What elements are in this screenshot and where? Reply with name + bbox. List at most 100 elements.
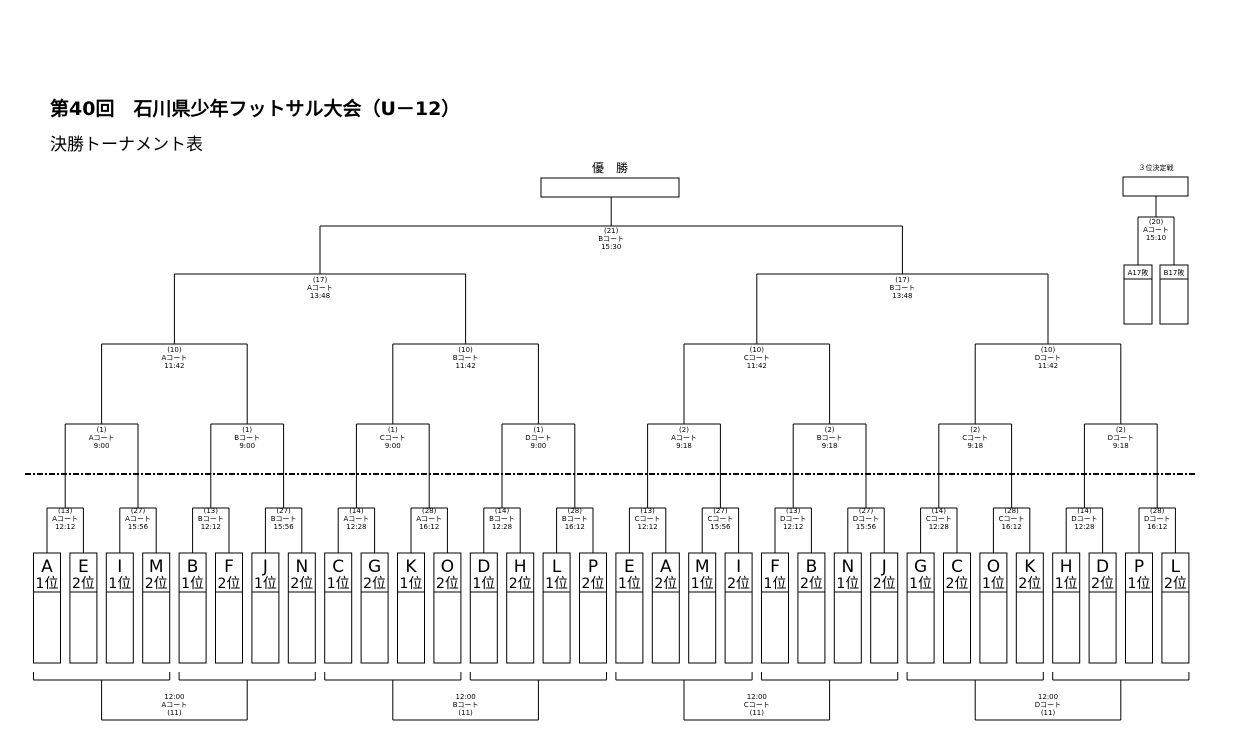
r32-match-time: 12:12	[201, 523, 221, 531]
r32-match-number: (27)	[713, 507, 728, 515]
team-rank: 1位	[618, 576, 641, 592]
team-group: G	[914, 557, 927, 577]
r32-match-number: (27)	[131, 507, 146, 515]
r16-match-court: Dコート	[1108, 434, 1134, 442]
team-rank: 1位	[254, 576, 277, 592]
r32-match-time: 12:12	[55, 523, 75, 531]
r32-match-time: 12:12	[783, 523, 803, 531]
team-group: J	[262, 557, 268, 577]
team-group: N	[841, 557, 854, 577]
r32-match-court: Bコート	[489, 515, 515, 523]
qf-match-court: Bコート	[453, 354, 479, 362]
r16-match-time: 9:18	[967, 442, 983, 450]
sf-match-number: (17)	[895, 276, 910, 284]
bottom-match-number: (11)	[167, 709, 182, 717]
r16-match-court: Aコート	[89, 434, 115, 442]
r32-match-number: (27)	[276, 507, 291, 515]
r32-match-number: (28)	[1150, 507, 1165, 515]
bottom-match-court: Aコート	[162, 701, 188, 709]
team-rank: 1位	[982, 576, 1005, 592]
r16-match-number: (1)	[242, 426, 252, 434]
r32-match-time: 12:28	[346, 523, 366, 531]
r16-match-time: 9:00	[239, 442, 255, 450]
team-rank: 2位	[873, 576, 896, 592]
r32-match-number: (13)	[58, 507, 73, 515]
r16-match-time: 9:00	[385, 442, 401, 450]
champion-box	[540, 177, 680, 198]
r32-match-time: 12:28	[492, 523, 512, 531]
r32-match-time: 15:56	[128, 523, 149, 531]
team-group: H	[514, 557, 527, 577]
r32-match-number: (27)	[859, 507, 874, 515]
r16-match-number: (1)	[533, 426, 543, 434]
third-place-label: ３位決定戦	[1139, 163, 1174, 172]
qf-match-number: (10)	[167, 346, 182, 354]
team-group: K	[405, 557, 417, 577]
third-place-match-number: (20)	[1149, 218, 1164, 226]
team-rank: 1位	[181, 576, 204, 592]
team-group: F	[770, 557, 780, 577]
team-rank: 1位	[909, 576, 932, 592]
r16-match-court: Bコート	[817, 434, 843, 442]
page-title: 第40回 石川県少年フットサル大会（U－12）	[50, 98, 461, 120]
r16-match-court: Aコート	[671, 434, 697, 442]
r32-match-number: (14)	[349, 507, 364, 515]
team-group: G	[368, 557, 381, 577]
team-rank: 1位	[400, 576, 423, 592]
team-group: D	[1096, 557, 1109, 577]
final-match-time: 15:30	[601, 243, 621, 251]
r32-match-court: Dコート	[780, 515, 806, 523]
r32-match-time: 16:12	[419, 523, 439, 531]
team-rank: 2位	[72, 576, 95, 592]
team-group: L	[1171, 557, 1181, 577]
r16-match-time: 9:00	[94, 442, 110, 450]
team-rank: 2位	[654, 576, 677, 592]
third-place-left-box	[1123, 264, 1153, 325]
third-place-left-label: A17敗	[1128, 268, 1149, 277]
qf-match-number: (10)	[1041, 346, 1056, 354]
team-group: H	[1060, 557, 1073, 577]
r16-match-court: Bコート	[234, 434, 260, 442]
r32-match-number: (28)	[1004, 507, 1019, 515]
third-place-right-label: B17敗	[1164, 268, 1185, 277]
r32-match-number: (14)	[1077, 507, 1092, 515]
bottom-match-time: 12:00	[747, 693, 767, 701]
team-group: M	[695, 557, 710, 577]
r32-match-number: (13)	[204, 507, 219, 515]
team-rank: 1位	[36, 576, 59, 592]
team-group: M	[149, 557, 164, 577]
team-rank: 2位	[946, 576, 969, 592]
r16-match-time: 9:18	[822, 442, 838, 450]
team-rank: 2位	[1091, 576, 1114, 592]
team-group: A	[660, 557, 672, 577]
third-place-match-time: 15:10	[1146, 234, 1166, 242]
team-group: P	[1134, 557, 1144, 577]
team-group: P	[588, 557, 598, 577]
bottom-match-court: Dコート	[1035, 701, 1061, 709]
bottom-match-court: Bコート	[453, 701, 479, 709]
r32-match-number: (28)	[568, 507, 583, 515]
r16-match-court: Cコート	[962, 434, 988, 442]
page-subtitle: 決勝トーナメント表	[50, 135, 203, 155]
team-rank: 1位	[472, 576, 495, 592]
team-group: B	[806, 557, 818, 577]
r16-match-court: Dコート	[525, 434, 551, 442]
team-rank: 2位	[1018, 576, 1041, 592]
team-group: O	[987, 557, 1000, 577]
team-rank: 2位	[145, 576, 168, 592]
team-rank: 2位	[363, 576, 386, 592]
qf-match-court: Cコート	[744, 354, 770, 362]
third-place-box	[1122, 176, 1189, 197]
r16-match-court: Cコート	[380, 434, 406, 442]
qf-match-time: 11:42	[1038, 362, 1058, 370]
r32-match-court: Dコート	[1144, 515, 1170, 523]
champion-label: 優 勝	[592, 160, 628, 175]
team-rank: 1位	[1055, 576, 1078, 592]
team-group: N	[295, 557, 308, 577]
team-group: E	[78, 557, 89, 577]
team-group: A	[41, 557, 53, 577]
r16-match-number: (1)	[388, 426, 398, 434]
r32-match-court: Cコート	[999, 515, 1025, 523]
team-group: J	[881, 557, 887, 577]
r32-match-court: Cコート	[926, 515, 952, 523]
